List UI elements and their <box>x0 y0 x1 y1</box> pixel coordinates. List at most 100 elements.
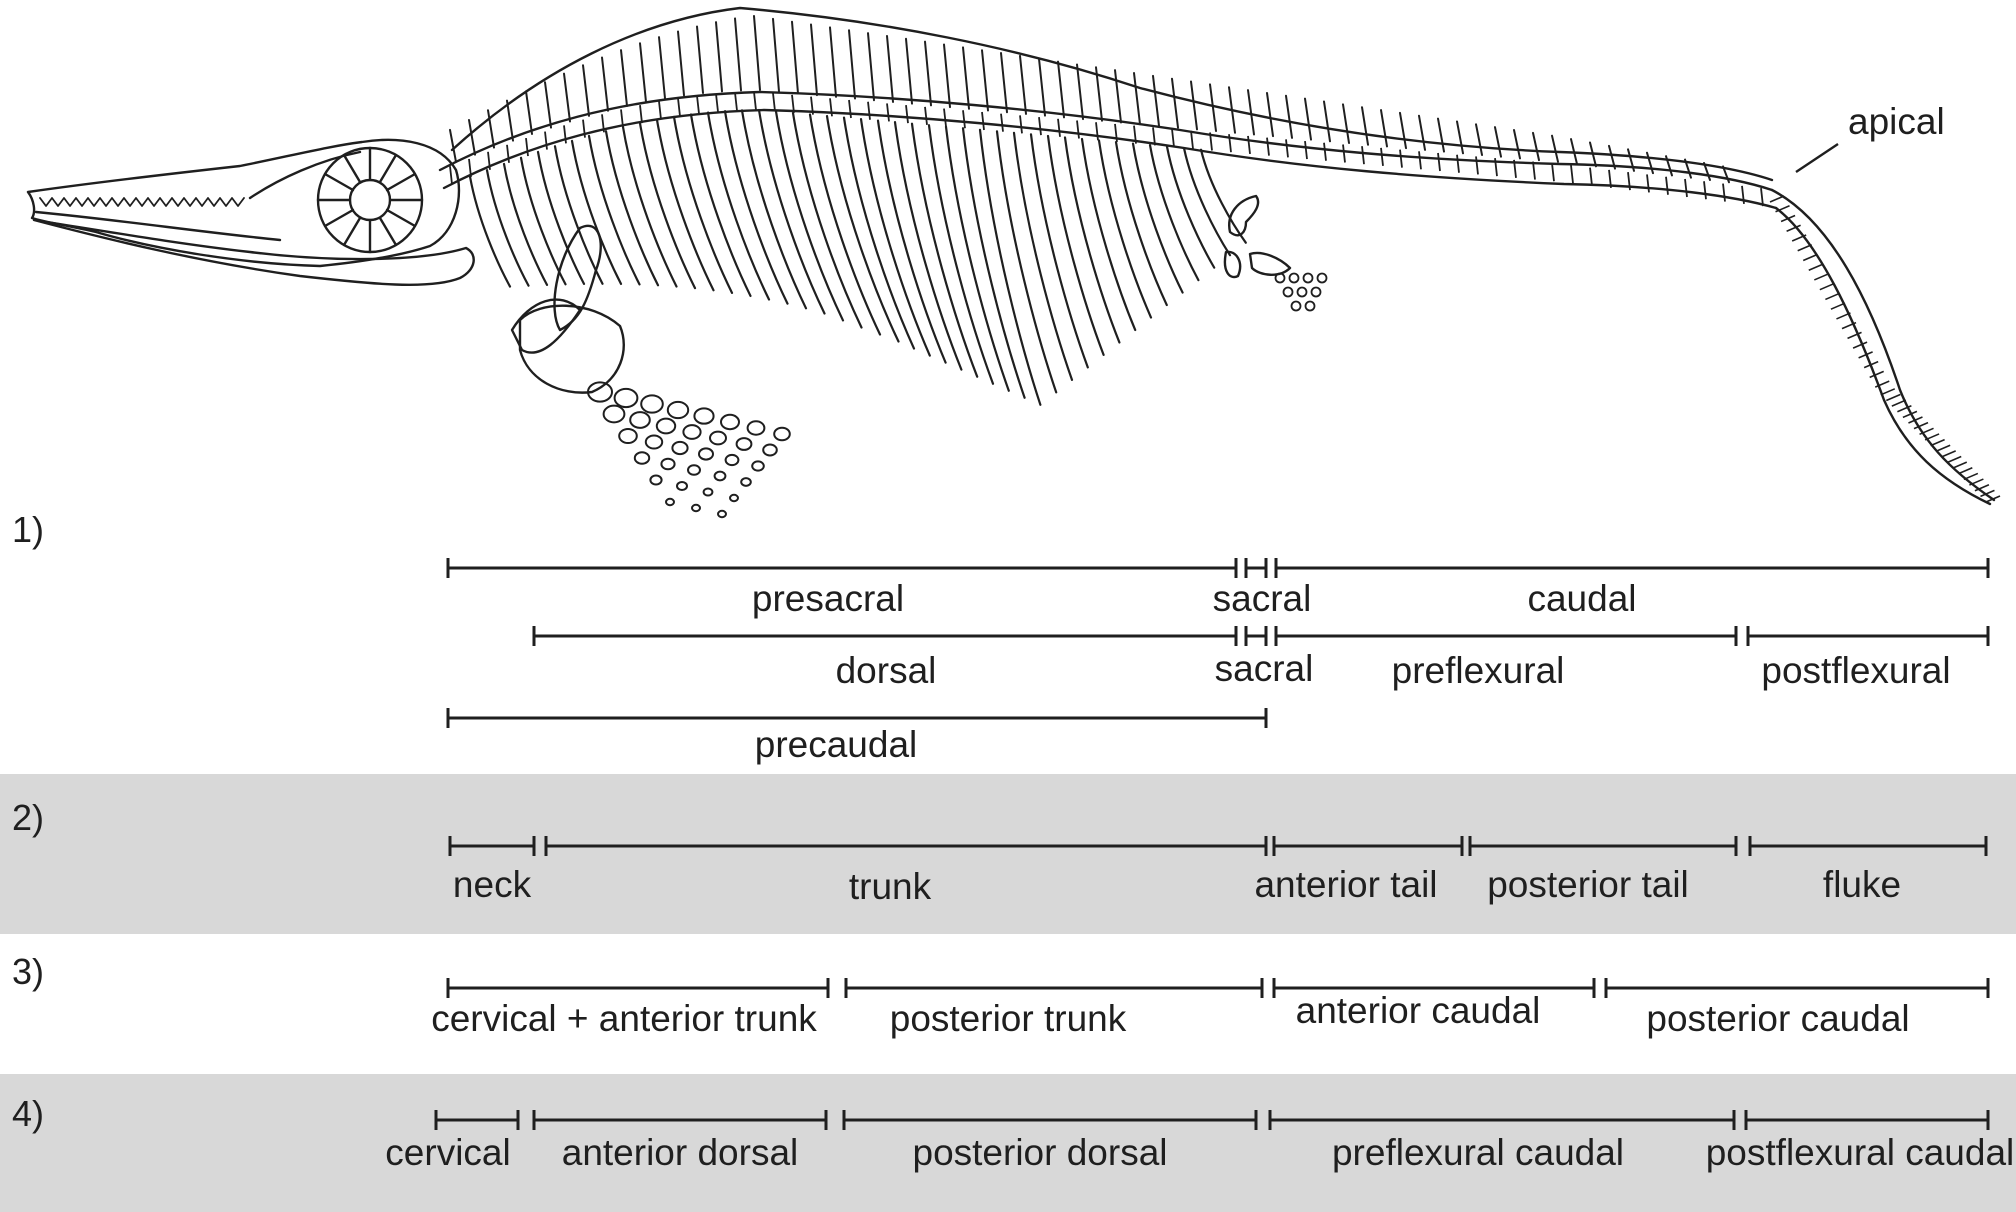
tail-centrum-divider <box>1775 205 1790 213</box>
phalanx <box>729 493 739 503</box>
rib <box>1199 148 1247 244</box>
neural-spine <box>1114 69 1122 124</box>
neural-spines-outline <box>450 6 1774 182</box>
tail-centrum-divider <box>1874 380 1890 388</box>
centrum-divider <box>487 151 491 170</box>
tail-centrum-divider <box>1963 472 1979 481</box>
centrum-divider <box>658 101 662 120</box>
neural-spine <box>981 49 989 112</box>
centrum-divider <box>696 95 700 114</box>
neural-spine <box>867 32 875 102</box>
centrum-divider <box>1494 158 1498 177</box>
neural-spine <box>848 29 856 100</box>
centrum-divider <box>1399 149 1403 168</box>
ichthyosaur-skeleton-illustration: apical <box>26 6 2001 519</box>
centrum-divider <box>1076 120 1080 139</box>
label-dorsal: dorsal <box>835 650 937 691</box>
phalanx <box>698 447 714 461</box>
tail-centrum-divider <box>1919 427 1934 436</box>
phalanx <box>709 430 727 446</box>
tail-centrum-divider <box>1847 331 1862 340</box>
rib <box>893 121 963 371</box>
bar-preflexural <box>1274 626 1738 646</box>
scheme-2-number: 2) <box>12 797 45 838</box>
centrum-divider <box>1741 185 1745 204</box>
neural-spine <box>1171 77 1179 129</box>
centrum-divider <box>1133 125 1137 144</box>
ilium <box>1228 194 1260 237</box>
neural-spine <box>1076 63 1084 121</box>
rib <box>927 124 995 385</box>
phalanx <box>671 440 689 456</box>
neural-spine <box>544 81 552 129</box>
label-precaudal: precaudal <box>754 724 918 765</box>
hind-phalanx <box>1304 300 1316 312</box>
rib <box>604 130 660 287</box>
neural-spine <box>582 64 590 117</box>
tail-centrum-divider <box>1808 263 1824 271</box>
centrum-divider <box>791 94 795 113</box>
neural-spine <box>962 46 970 110</box>
rib <box>740 109 808 310</box>
tail-centrum-divider <box>1952 461 1968 469</box>
neural-spine <box>886 34 894 103</box>
scheme-4-band <box>0 1074 2016 1212</box>
bar-fluke <box>1748 836 1988 856</box>
rib <box>672 115 734 294</box>
centrum-divider <box>1095 122 1099 141</box>
vertebral-centra <box>449 91 1764 207</box>
jaw-line <box>34 210 282 242</box>
rib <box>1046 134 1105 357</box>
phalanx <box>720 413 740 431</box>
centrum-divider <box>1114 123 1118 143</box>
tail-centrum-divider <box>1852 341 1868 349</box>
neural-spine <box>1551 134 1559 163</box>
tail-centrum-divider <box>1830 302 1846 310</box>
label-cervical: cervical <box>385 1132 511 1173</box>
neural-spine <box>1266 91 1274 138</box>
apical-leader-line <box>1795 143 1839 173</box>
label-sacral-1: sacral <box>1212 578 1312 619</box>
neural-spine <box>1722 165 1730 184</box>
label-preflexural: preflexural <box>1391 650 1565 691</box>
neural-spine <box>1589 141 1597 168</box>
hind-phalanx <box>1310 286 1322 298</box>
phalanx <box>682 424 702 440</box>
phalanx <box>687 464 701 476</box>
rib <box>825 114 900 343</box>
centrum-divider <box>1209 132 1213 151</box>
humerus <box>518 304 625 394</box>
centrum-divider <box>848 99 852 119</box>
neural-spine <box>1019 54 1027 115</box>
centrum-divider <box>1608 169 1612 188</box>
centrum-divider <box>734 92 738 111</box>
forefin-phalanges <box>587 381 791 519</box>
label-postflexural: postflexural <box>1761 650 1951 691</box>
rib <box>1097 139 1153 319</box>
phalanx <box>740 477 752 487</box>
label-posterior-trunk: posterior trunk <box>889 998 1127 1039</box>
tail-centrum-divider <box>1941 450 1957 458</box>
centrum-divider <box>677 98 681 117</box>
label-posterior-tail: posterior tail <box>1487 864 1689 905</box>
centrum-divider <box>1418 151 1422 170</box>
phalanx <box>702 487 714 497</box>
neural-spine <box>1627 148 1635 172</box>
neural-spine <box>658 36 666 100</box>
sclerotic-plates <box>316 146 424 254</box>
centrum-divider <box>620 109 624 128</box>
neural-spine <box>905 37 913 105</box>
label-fluke: fluke <box>1822 864 1902 905</box>
rib <box>621 125 678 288</box>
neural-spine <box>506 99 514 142</box>
label-preflexural-caudal: preflexural caudal <box>1331 1132 1625 1173</box>
neural-spine <box>1646 151 1654 175</box>
neural-spine <box>1190 80 1198 131</box>
centrum-divider <box>1665 176 1669 195</box>
centrum-divider <box>639 105 643 124</box>
neural-spine <box>696 25 704 95</box>
rib <box>1148 144 1200 282</box>
centrum-divider <box>715 93 719 112</box>
centrum-divider <box>1171 128 1175 148</box>
